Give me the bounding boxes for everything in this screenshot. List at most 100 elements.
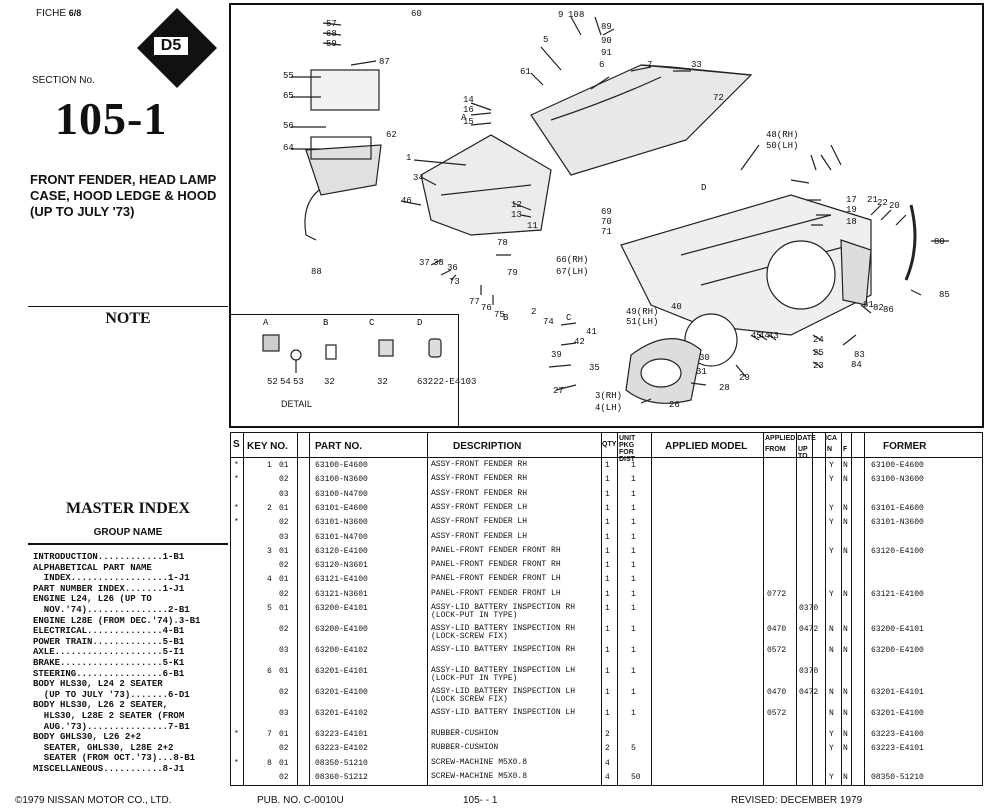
cell-desc: ASSY-LID BATTERY INSPECTION RH <box>431 645 576 654</box>
cell-sub: 02 <box>279 475 289 485</box>
column-header: QTY <box>602 441 617 448</box>
cell-desc: ASSY-LID BATTERY INSPECTION RH (LOCK-PUT… <box>431 603 576 620</box>
cell-part: 63101-N3600 <box>315 518 368 528</box>
cell-f: N <box>843 625 848 634</box>
callout-label: 5 <box>543 35 549 45</box>
header-rule <box>231 457 982 458</box>
cell-former: 08350-51210 <box>871 772 924 782</box>
cell-former: 63100-E4600 <box>871 461 924 470</box>
callout-label: 43 <box>768 331 779 341</box>
cell-unit: 1 <box>631 575 636 585</box>
cell-part: 63120-E4100 <box>315 546 368 556</box>
cell-upto: 0370 <box>799 667 819 676</box>
cell-part: 63100-N3600 <box>315 475 368 485</box>
cell-unit: 1 <box>631 589 636 599</box>
cell-f: N <box>843 709 848 718</box>
cell-n: Y <box>829 589 834 599</box>
cell-part: 63100-N4700 <box>315 489 368 499</box>
callout-label: 48(RH) <box>766 130 799 140</box>
fiche-value: 6/8 <box>68 8 82 18</box>
cell-n: Y <box>829 546 834 556</box>
callout-label: 15 <box>463 117 474 127</box>
cell-unit: 1 <box>631 667 636 676</box>
cell-qty: 1 <box>605 575 610 585</box>
cell-qty: 1 <box>605 546 610 556</box>
section-title: FRONT FENDER, HEAD LAMP CASE, HOOD LEDGE… <box>30 172 217 219</box>
index-item: ELECTRICAL..............4-B1 <box>33 626 185 637</box>
cell-n: Y <box>829 503 834 513</box>
cell-f: N <box>843 518 848 528</box>
callout-label: 88 <box>311 267 322 277</box>
cell-key: 4 <box>267 575 272 585</box>
divider <box>28 543 228 545</box>
index-item: AXLE....................5-I1 <box>33 647 185 658</box>
callout-label: 2 <box>531 307 537 317</box>
cell-desc: ASSY-LID BATTERY INSPECTION LH (LOCK SCR… <box>431 687 576 704</box>
cell-former: 63201-E4100 <box>871 709 924 718</box>
cell-sub: 01 <box>279 604 289 613</box>
cell-desc: ASSY-FRONT FENDER LH <box>431 502 528 512</box>
cell-sub: 01 <box>279 461 289 470</box>
cell-key: 5 <box>267 604 272 613</box>
cell-qty: 1 <box>605 688 610 697</box>
cell-part: 63200-E4102 <box>315 646 368 655</box>
index-item: HLS30, L28E 2 SEATER (FROM <box>33 710 185 721</box>
cell-former: 63101-E4600 <box>871 503 924 513</box>
cell-desc: PANEL-FRONT FENDER FRONT RH <box>431 560 561 570</box>
cell-sub: 01 <box>279 758 289 768</box>
callout-label: 42 <box>574 337 585 347</box>
callout-label: 76 <box>481 303 492 313</box>
cell-f: N <box>843 475 848 485</box>
group-name-label: GROUP NAME <box>93 527 163 538</box>
callout-label: 10 <box>568 10 579 20</box>
cell-former: 63223-E4100 <box>871 730 924 739</box>
cell-unit: 1 <box>631 709 636 718</box>
callout-label: 44 <box>759 331 770 341</box>
cell-former: 63121-E4100 <box>871 589 924 599</box>
callout-label: 29 <box>739 373 750 383</box>
cell-desc: RUBBER-CUSHION <box>431 729 499 738</box>
cell-part: 63121-E4100 <box>315 575 368 585</box>
cell-former: 63101-N3600 <box>871 518 924 528</box>
cell-n: N <box>829 709 834 718</box>
callout-label: 18 <box>846 217 857 227</box>
column-header: ICA <box>825 435 838 442</box>
callout-label: 33 <box>691 60 702 70</box>
cell-unit: 1 <box>631 532 636 542</box>
detail-number: 52 <box>267 377 278 387</box>
index-item: BODY GHLS30, L26 2+2 <box>33 732 142 743</box>
detail-group-label: C <box>369 318 375 328</box>
callout-label: 73 <box>449 277 460 287</box>
callout-label: 26 <box>669 400 680 410</box>
cell-from: 0470 <box>767 688 787 697</box>
cell-part: 63100-E4600 <box>315 461 368 470</box>
column-header: S <box>233 439 240 450</box>
cell-part: 63120-N3601 <box>315 561 368 571</box>
cell-f: N <box>843 646 848 655</box>
cell-qty: 1 <box>605 646 610 655</box>
column-divider <box>812 433 813 785</box>
callout-label: 25 <box>813 348 824 358</box>
cell-f: N <box>843 744 848 754</box>
cell-former: 63200-E4101 <box>871 625 924 634</box>
cell-unit: 1 <box>631 546 636 556</box>
cell-qty: 4 <box>605 772 610 782</box>
detail-label: DETAIL <box>281 399 312 409</box>
cell-s: * <box>234 461 239 470</box>
callout-label: 28 <box>719 383 730 393</box>
cell-part: 63121-N3601 <box>315 589 368 599</box>
index-item: SEATER (FROM OCT.'73)...8-B1 <box>33 753 196 764</box>
cell-part: 63101-N4700 <box>315 532 368 542</box>
callout-label: B <box>503 313 509 323</box>
cell-desc: ASSY-FRONT FENDER RH <box>431 460 528 469</box>
callout-label: 89 <box>601 22 612 32</box>
cell-former: 63223-E4101 <box>871 744 924 754</box>
callout-label: 34 <box>413 173 424 183</box>
callout-label: 72 <box>713 93 724 103</box>
